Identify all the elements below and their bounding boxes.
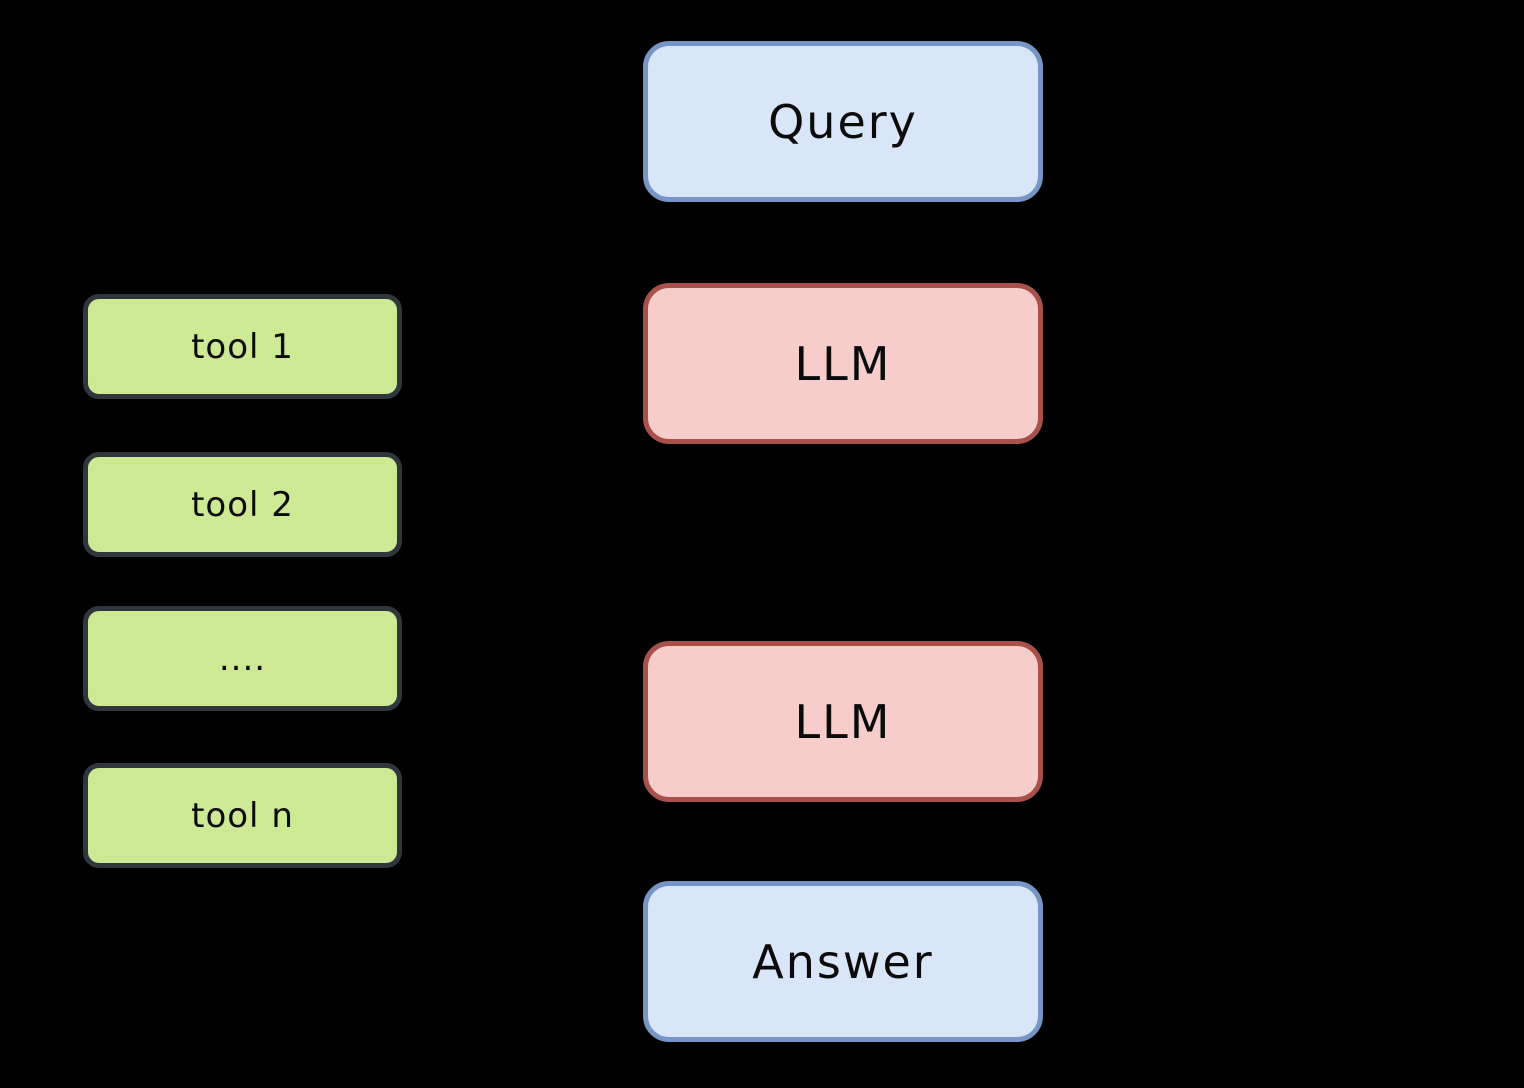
tool-box-n: tool n — [83, 763, 402, 868]
tool-box-1-label: tool 1 — [191, 326, 294, 367]
llm-node-1: LLM — [643, 283, 1043, 444]
llm-node-2-label: LLM — [794, 694, 892, 749]
tool-box-2: tool 2 — [83, 452, 402, 557]
tool-box-n-label: tool n — [191, 795, 294, 836]
query-node: Query — [643, 41, 1043, 202]
llm-node-2: LLM — [643, 641, 1043, 802]
tool-box-ellipsis: .... — [83, 606, 402, 711]
query-node-label: Query — [768, 94, 918, 149]
tool-box-1: tool 1 — [83, 294, 402, 399]
llm-node-1-label: LLM — [794, 336, 892, 391]
tool-box-ellipsis-label: .... — [218, 638, 267, 679]
tool-box-2-label: tool 2 — [191, 484, 294, 525]
answer-node-label: Answer — [752, 934, 934, 989]
answer-node: Answer — [643, 881, 1043, 1042]
